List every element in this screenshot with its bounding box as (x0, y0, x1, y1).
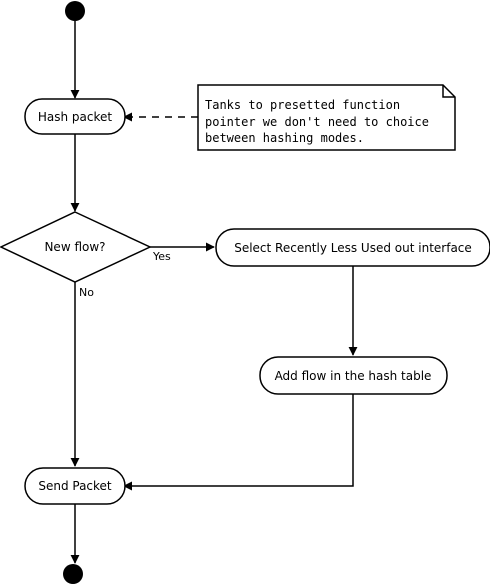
node-send-packet: Send Packet (24, 467, 126, 505)
node-new-flow-decision: New flow? (0, 211, 152, 283)
node-new-flow-label: New flow? (44, 240, 105, 254)
start-node (65, 1, 85, 21)
note: Tanks to presetted function pointer we d… (197, 84, 456, 151)
note-line-3: between hashing modes. (205, 131, 364, 145)
note-line-2: pointer we don't need to choice (205, 115, 429, 129)
end-node (63, 564, 83, 584)
edge-label-yes: Yes (152, 250, 171, 263)
node-add-flow-label: Add flow in the hash table (275, 369, 432, 383)
node-select-interface: Select Recently Less Used out interface (215, 228, 490, 267)
node-send-packet-label: Send Packet (38, 479, 112, 493)
node-add-flow: Add flow in the hash table (259, 356, 448, 395)
note-line-1: Tanks to presetted function (205, 98, 400, 112)
node-hash-packet: Hash packet (24, 98, 126, 135)
node-select-interface-label: Select Recently Less Used out interface (234, 241, 472, 255)
edge-add-to-send (123, 394, 354, 491)
node-hash-packet-label: Hash packet (38, 110, 113, 124)
edge-label-no: No (79, 286, 94, 299)
